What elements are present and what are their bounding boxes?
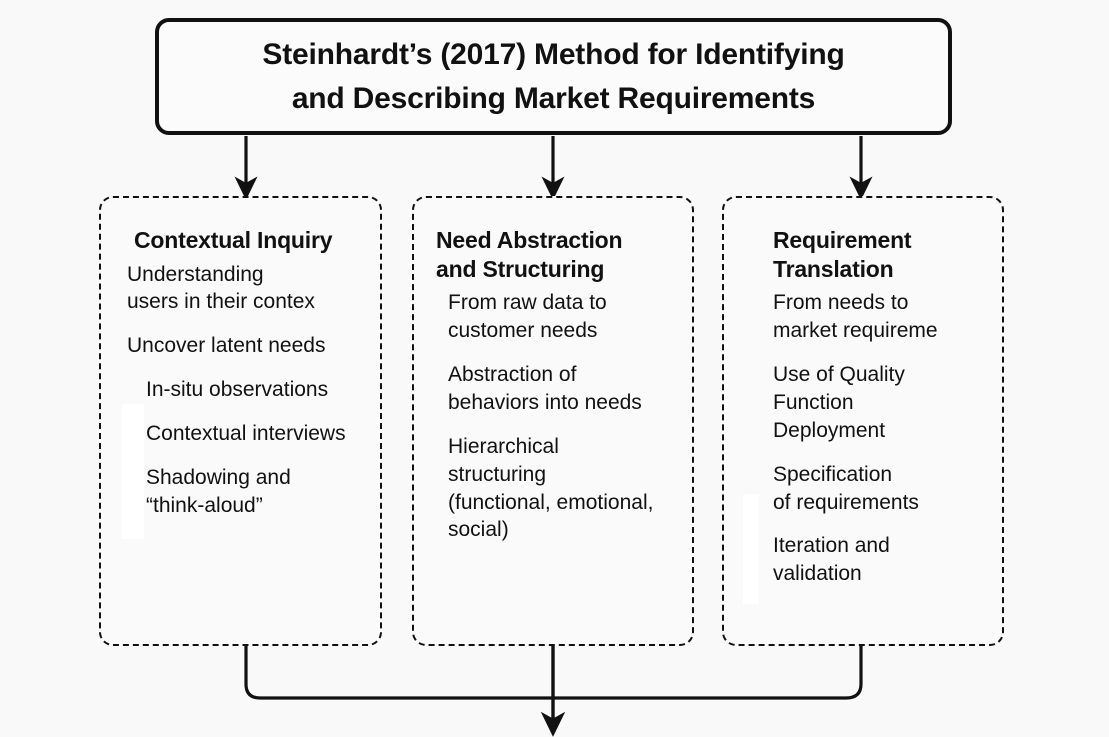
stage-2-heading-line-2: and Structuring: [436, 255, 605, 282]
stage-3-item-3: Iteration and validation: [773, 534, 890, 586]
stage-3-heading: Requirement Translation: [724, 226, 998, 283]
stage-2-content: Need Abstraction and Structuring From ra…: [414, 198, 692, 544]
stage-need-abstraction-and-structuring: Need Abstraction and Structuring From ra…: [412, 196, 694, 646]
page-title-line-1: Steinhardt’s (2017) Method for Identifyi…: [262, 38, 845, 71]
stage-1-heading: Contextual Inquiry: [134, 227, 333, 253]
stage-2-heading-line-1: Need Abstraction: [436, 227, 623, 253]
stage-3-item-0: From needs to market requireme: [773, 291, 938, 342]
stage-2-item-1: Abstraction of behaviors into needs: [448, 362, 642, 414]
stage-1-item-1: Uncover latent needs: [127, 334, 326, 358]
stage-contextual-inquiry: Contextual Inquiry Understanding users i…: [99, 196, 382, 646]
page-title-line-2: and Describing Market Requirements: [291, 81, 816, 115]
stage-2-heading: Need Abstraction and Structuring: [414, 226, 688, 283]
stage-3-heading-line-2: Translation: [773, 255, 894, 282]
stage-1-item-2: In-situ observations: [146, 378, 329, 402]
stage-2-item-0: From raw data to customer needs: [448, 291, 607, 342]
stage-requirement-translation: Requirement Translation From needs to ma…: [722, 196, 1004, 646]
stage-3-content: Requirement Translation From needs to ma…: [724, 198, 1002, 588]
stage-1-content: Contextual Inquiry Understanding users i…: [101, 198, 380, 520]
stage-1-item-0: Understanding users in their contex: [127, 262, 315, 314]
stage-3-item-2: Specification of requirements: [773, 462, 919, 514]
page-title: Steinhardt’s (2017) Method for Identifyi…: [244, 33, 862, 120]
stage-3-item-1: Use of Quality Function Deployment: [773, 362, 905, 442]
stage-2-item-2: Hierarchical structuring (functional, em…: [448, 434, 654, 542]
diagram-title-box: Steinhardt’s (2017) Method for Identifyi…: [155, 18, 952, 135]
stage-1-item-4: Shadowing and “think-aloud”: [146, 466, 291, 518]
bottom-merge-connector: [244, 646, 863, 737]
stage-1-item-3: Contextual interviews: [146, 422, 346, 446]
stage-3-heading-line-1: Requirement: [773, 227, 912, 253]
